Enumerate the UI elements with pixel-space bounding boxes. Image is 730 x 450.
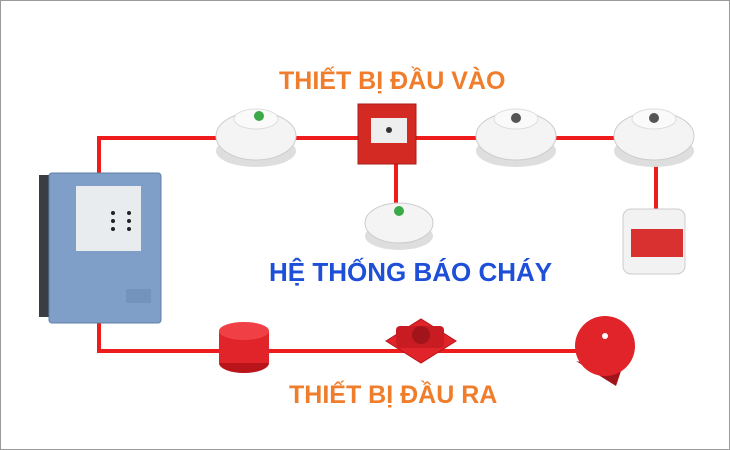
- horn-siren-icon: [385, 318, 457, 364]
- manual-call-point-icon: [357, 103, 417, 165]
- sounder-icon: [219, 322, 269, 373]
- smoke-detector-icon: [364, 202, 434, 250]
- control-panel-icon: [39, 172, 162, 324]
- smoke-detector-icon: [215, 108, 297, 167]
- alarm-bell-icon: [575, 316, 635, 386]
- input-devices-label: THIẾT BỊ ĐẦU VÀO: [279, 67, 506, 95]
- system-title: HỆ THỐNG BÁO CHÁY: [269, 257, 553, 287]
- strobe-light-icon: [622, 208, 686, 275]
- output-devices-label: THIẾT BỊ ĐẦU RA: [289, 381, 498, 409]
- heat-detector-icon: [613, 108, 695, 167]
- heat-detector-icon: [475, 108, 557, 167]
